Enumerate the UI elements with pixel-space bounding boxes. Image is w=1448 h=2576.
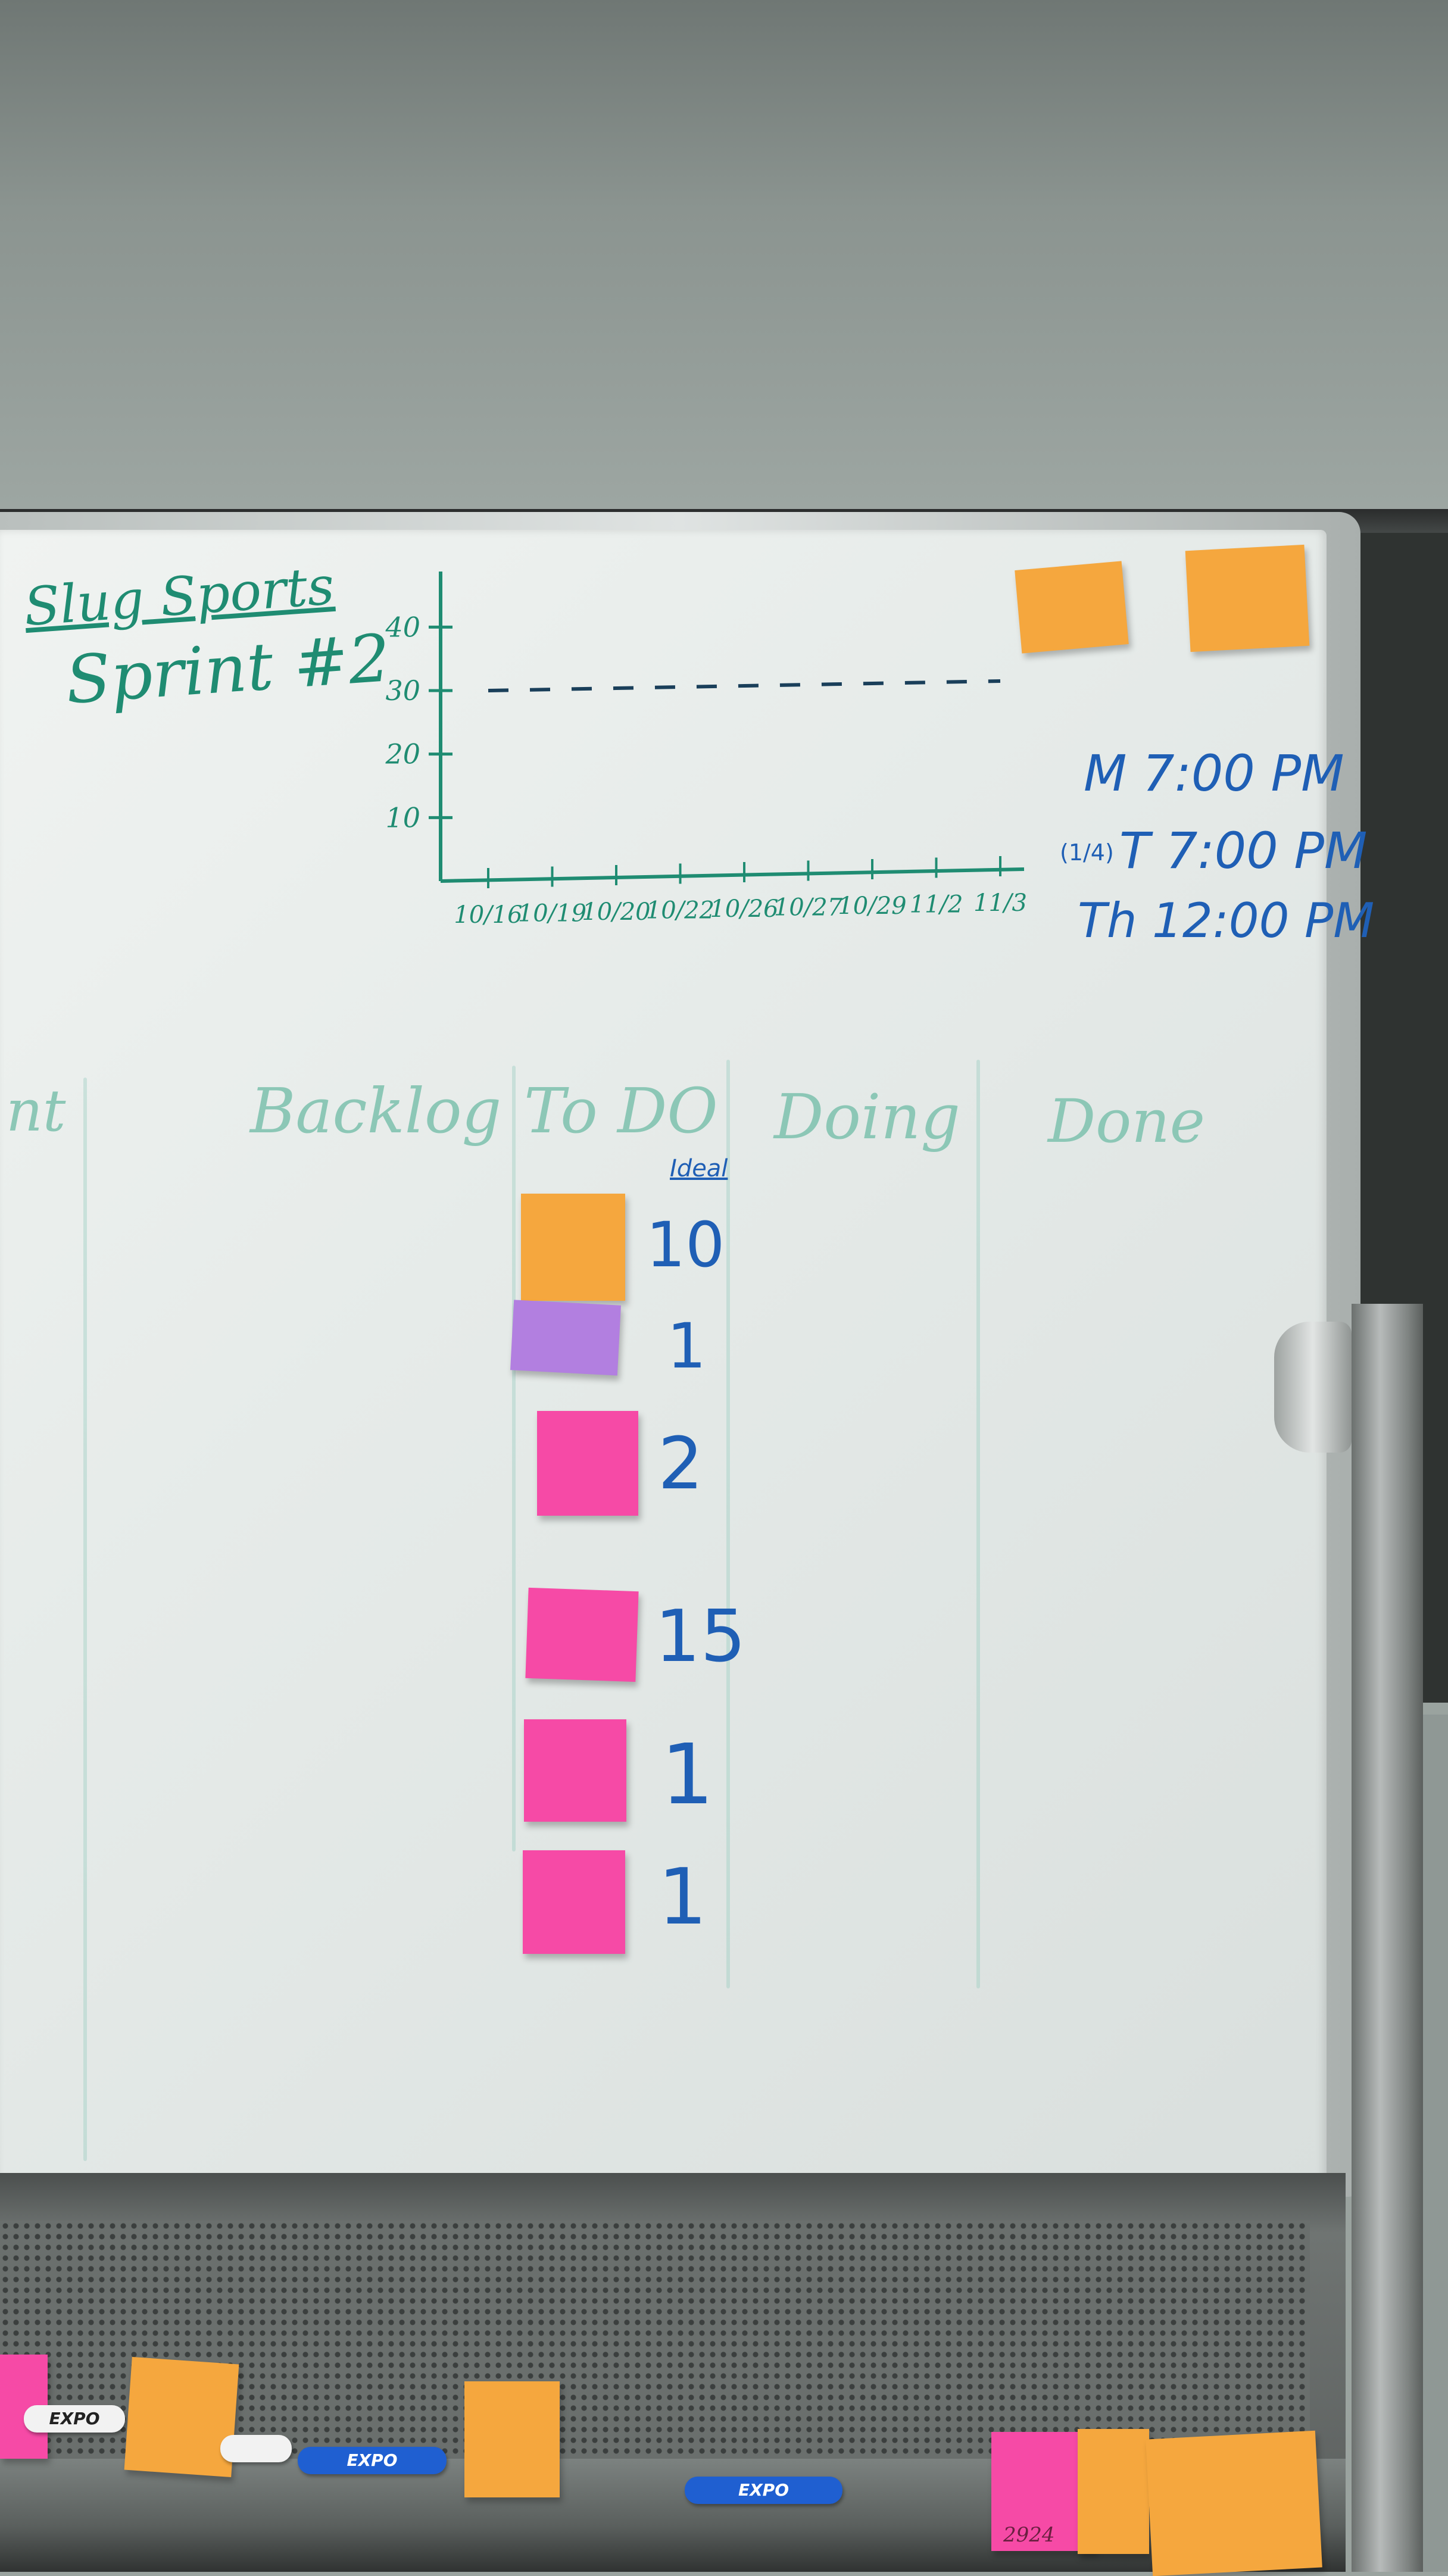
sticky-note bbox=[464, 2381, 560, 2497]
sticky-note bbox=[1078, 2429, 1149, 2554]
sticky-note bbox=[1015, 561, 1129, 654]
meeting-time: Th 12:00 PM bbox=[1078, 893, 1375, 948]
x-tick-label: 10/29 bbox=[838, 892, 906, 920]
board-clamp bbox=[1274, 1322, 1352, 1453]
y-tick-label: 40 bbox=[385, 611, 420, 643]
x-tick-label: 10/26 bbox=[710, 895, 778, 923]
sticky-note bbox=[1146, 2430, 1322, 2576]
x-tick-label: 10/20 bbox=[582, 898, 650, 926]
column-header-partial: nt bbox=[6, 1078, 66, 1144]
estimate-value: 1 bbox=[658, 1851, 707, 1942]
x-tick-label: 10/19 bbox=[518, 900, 586, 928]
marker-label: EXPO bbox=[347, 2450, 398, 2470]
meeting-time: M 7:00 PM bbox=[1084, 744, 1344, 803]
burndown-chart: 10 20 30 40 10/1610/1910/2010/2210/2610/2710… bbox=[385, 572, 1027, 929]
x-tick-label: 10/16 bbox=[454, 901, 522, 929]
column-divider bbox=[512, 1066, 516, 1851]
estimate-value: 1 bbox=[667, 1310, 707, 1382]
column-divider bbox=[726, 1060, 730, 1988]
x-tick-label: 11/3 bbox=[973, 889, 1027, 917]
stand-pole bbox=[1352, 1304, 1423, 2572]
dry-erase-marker[interactable]: EXPO bbox=[685, 2477, 842, 2504]
x-axis bbox=[440, 867, 1025, 883]
dry-erase-marker[interactable] bbox=[220, 2435, 292, 2462]
column-header-backlog: Backlog bbox=[250, 1075, 502, 1147]
marker-label: EXPO bbox=[49, 2409, 100, 2428]
x-tick-label: 11/2 bbox=[910, 891, 963, 919]
sticky-note-text: 2924 bbox=[1003, 2523, 1055, 2547]
estimate-value: 1 bbox=[661, 1726, 714, 1824]
column-divider bbox=[83, 1078, 87, 2161]
estimate-value: 15 bbox=[655, 1595, 746, 1678]
x-tick-label: 10/27 bbox=[774, 894, 843, 922]
marker-label: EXPO bbox=[738, 2480, 789, 2500]
task-sticky-note bbox=[521, 1194, 625, 1301]
sticky-note bbox=[124, 2356, 239, 2478]
task-sticky-note bbox=[524, 1719, 626, 1822]
estimate-value: 2 bbox=[658, 1423, 704, 1506]
y-tick-label: 20 bbox=[385, 738, 420, 770]
task-sticky-note bbox=[510, 1300, 621, 1376]
column-header-done: Done bbox=[1048, 1086, 1205, 1156]
task-sticky-note bbox=[537, 1411, 638, 1516]
column-header-doing: Doing bbox=[774, 1081, 960, 1153]
y-tick-label: 10 bbox=[385, 801, 420, 833]
column-header-todo: To DO bbox=[524, 1075, 718, 1147]
series-line bbox=[488, 679, 1001, 692]
sticky-note bbox=[1185, 544, 1310, 652]
estimate-value: 10 bbox=[646, 1209, 725, 1281]
dry-erase-marker[interactable]: EXPO bbox=[298, 2447, 447, 2474]
x-tick-label: 10/22 bbox=[646, 897, 714, 925]
ideal-header: Ideal bbox=[670, 1155, 728, 1182]
meeting-time: T 7:00 PM bbox=[1119, 822, 1368, 880]
board-title: Slug Sports bbox=[22, 554, 336, 638]
task-sticky-note bbox=[523, 1850, 625, 1954]
y-tick-label: 30 bbox=[385, 675, 420, 707]
task-sticky-note bbox=[525, 1587, 639, 1682]
board-subtitle: Sprint #2 bbox=[63, 620, 393, 719]
meeting-time-prefix: (1/4) bbox=[1060, 839, 1114, 866]
dry-erase-marker[interactable]: EXPO bbox=[24, 2405, 125, 2433]
wall bbox=[0, 0, 1448, 524]
column-divider bbox=[976, 1060, 980, 1988]
